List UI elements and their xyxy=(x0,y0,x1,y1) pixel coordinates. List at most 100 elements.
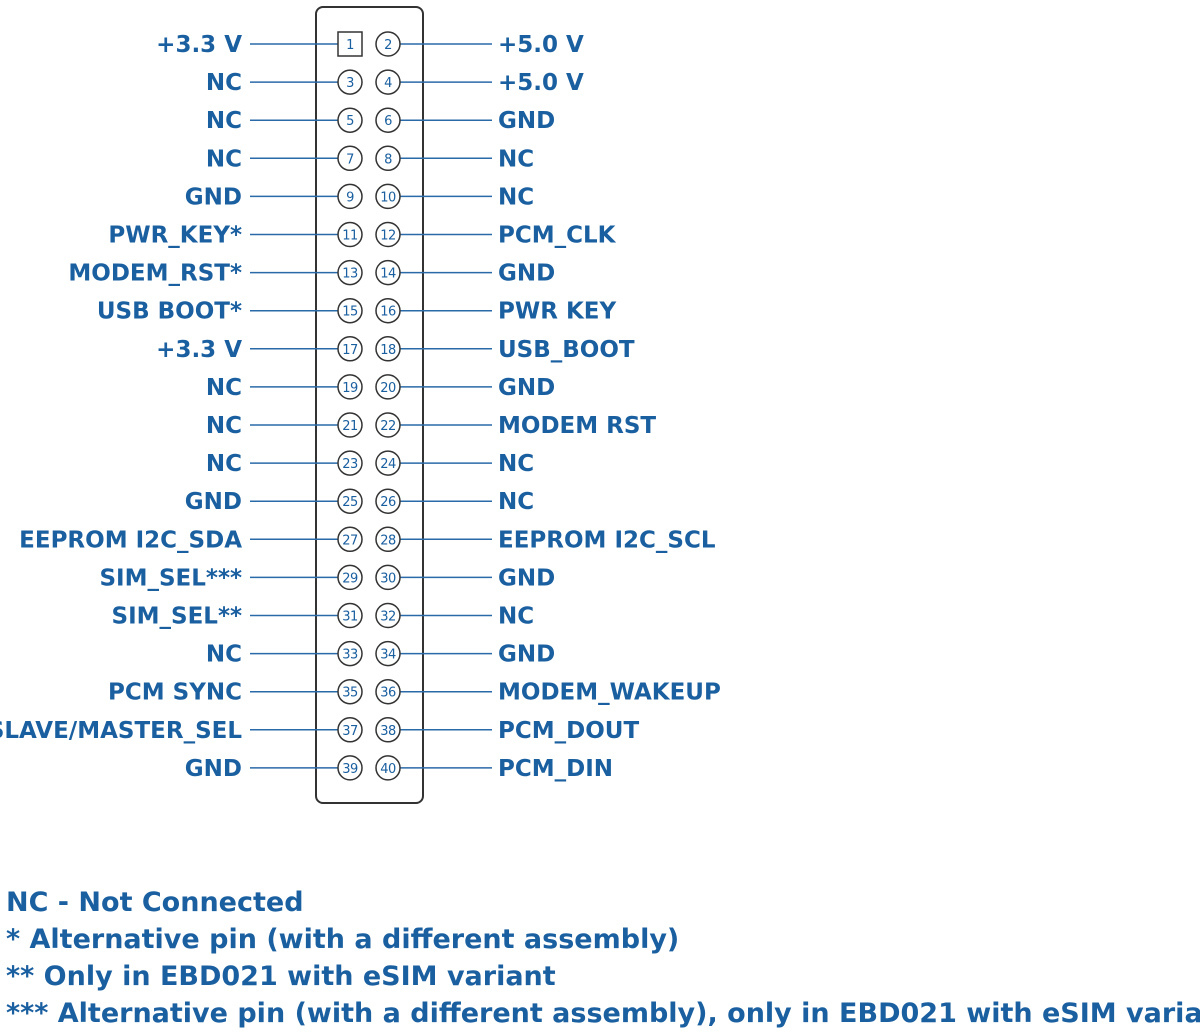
pin-number: 31 xyxy=(342,610,358,625)
header-outline xyxy=(315,6,424,804)
pin-marker xyxy=(375,145,401,172)
pin-number: 17 xyxy=(342,343,358,358)
pin-number: 2 xyxy=(384,38,392,53)
pin-marker xyxy=(337,678,363,705)
pin-marker xyxy=(337,755,363,781)
pin-marker xyxy=(375,374,401,400)
pin-marker xyxy=(375,450,401,476)
pin-marker xyxy=(375,640,401,667)
pin-marker xyxy=(375,564,401,591)
pin-number: 22 xyxy=(380,419,396,434)
pin-number: 15 xyxy=(342,305,358,320)
pin-marker xyxy=(375,717,401,743)
pin-number: 25 xyxy=(342,495,358,510)
pin-label-right: NC xyxy=(498,489,534,515)
pin-label-left: NC xyxy=(206,375,242,401)
pin-number: 29 xyxy=(342,571,358,586)
pin-label-left: GND xyxy=(185,756,242,782)
legend-double-star: ** Only in EBD021 with eSIM variant xyxy=(6,961,556,992)
pin-marker xyxy=(375,107,401,133)
pin-label-right: USB_BOOT xyxy=(498,337,635,363)
pin-label-left: NC xyxy=(206,642,242,668)
pin-marker xyxy=(337,717,363,743)
pin-label-right: NC xyxy=(498,184,534,210)
pin-number: 27 xyxy=(342,533,358,548)
pin-number: 20 xyxy=(380,381,396,396)
pin-marker xyxy=(337,297,363,324)
pin-label-right: GND xyxy=(498,108,555,134)
pin-number: 33 xyxy=(342,648,358,663)
legend: NC - Not Connected * Alternative pin (wi… xyxy=(6,884,1200,1032)
pin-marker xyxy=(375,488,401,514)
pin-marker xyxy=(337,69,363,95)
legend-single-star: * Alternative pin (with a different asse… xyxy=(6,924,680,955)
pin-marker xyxy=(375,183,401,210)
pin-label-left: SLAVE/MASTER_SEL xyxy=(0,718,242,744)
pin-number: 7 xyxy=(346,152,354,167)
pin-label-right: PCM_CLK xyxy=(498,223,617,249)
pin-marker xyxy=(337,564,363,591)
pin-number: 37 xyxy=(342,724,358,739)
pin-label-left: GND xyxy=(185,489,242,515)
pin-number: 32 xyxy=(380,610,396,625)
pin-number: 10 xyxy=(380,190,396,205)
pin-marker xyxy=(337,259,363,286)
pin-number: 36 xyxy=(380,686,396,701)
pin-label-left: SIM_SEL*** xyxy=(99,565,242,591)
pin-number: 28 xyxy=(380,533,396,548)
pin-label-left: NC xyxy=(206,146,242,172)
pin-number: 14 xyxy=(380,267,396,282)
pin-label-left: +3.3 V xyxy=(156,32,242,58)
pin-marker xyxy=(375,602,401,629)
pin-label-left: PWR_KEY* xyxy=(108,223,242,249)
pin-marker xyxy=(337,221,363,248)
pin-label-right: MODEM_WAKEUP xyxy=(498,680,721,706)
pin-marker xyxy=(337,336,363,362)
pin-number: 3 xyxy=(346,76,354,91)
pin-label-right: +5.0 V xyxy=(498,32,584,58)
pin-label-left: NC xyxy=(206,451,242,477)
pin-label-left: MODEM_RST* xyxy=(68,261,242,287)
pin-marker xyxy=(337,640,363,667)
pin-number: 26 xyxy=(380,495,396,510)
pin-number: 16 xyxy=(380,305,396,320)
pin-number: 34 xyxy=(380,648,396,663)
pin-label-left: PCM SYNC xyxy=(108,680,242,706)
legend-triple-star: *** Alternative pin (with a different as… xyxy=(6,998,1200,1029)
pin-marker xyxy=(337,602,363,629)
pin-marker xyxy=(375,221,401,248)
pin-number: 6 xyxy=(384,114,392,129)
pin-label-left: NC xyxy=(206,413,242,439)
pin-label-right: NC xyxy=(498,451,534,477)
pin-label-right: NC xyxy=(498,146,534,172)
pin-label-right: GND xyxy=(498,642,555,668)
pin-label-right: PCM_DOUT xyxy=(498,718,639,744)
pin-marker xyxy=(375,31,401,57)
pin-label-right: PCM_DIN xyxy=(498,756,613,782)
pin-label-right: PWR KEY xyxy=(498,299,616,325)
pin-number: 4 xyxy=(384,76,392,91)
pin-marker xyxy=(375,336,401,362)
pin-marker xyxy=(337,145,363,172)
pin-number: 1 xyxy=(346,38,354,53)
pin-number: 8 xyxy=(384,152,392,167)
pin-1-square-marker xyxy=(337,31,363,57)
pin-label-right: GND xyxy=(498,375,555,401)
pin-label-left: EEPROM I2C_SDA xyxy=(19,527,242,553)
pin-number: 35 xyxy=(342,686,358,701)
pin-number: 9 xyxy=(346,190,354,205)
pin-marker xyxy=(337,488,363,514)
pin-label-left: USB BOOT* xyxy=(97,299,242,325)
pin-marker xyxy=(375,297,401,324)
pin-marker xyxy=(375,259,401,286)
pin-marker xyxy=(375,412,401,438)
pin-number: 39 xyxy=(342,762,358,777)
pin-number: 23 xyxy=(342,457,358,472)
pin-marker xyxy=(375,755,401,781)
pin-number: 30 xyxy=(380,571,396,586)
pin-label-right: EEPROM I2C_SCL xyxy=(498,527,716,553)
pin-marker xyxy=(337,183,363,210)
pin-marker xyxy=(375,678,401,705)
pin-label-left: SIM_SEL** xyxy=(112,604,243,630)
pin-number: 21 xyxy=(342,419,358,434)
